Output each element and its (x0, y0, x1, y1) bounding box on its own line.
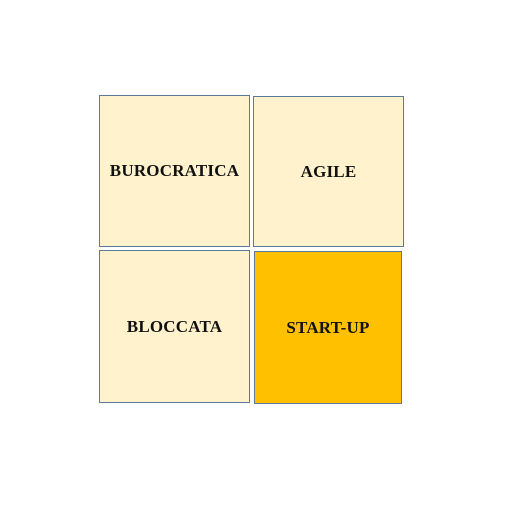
quadrant-bottom-right: START-UP (254, 251, 402, 404)
quadrant-label-burocratica: BUROCRATICA (109, 161, 240, 180)
quadrant-label-bloccata: BLOCCATA (126, 316, 223, 336)
quadrant-top-left: BUROCRATICA (99, 95, 250, 247)
quadrant-label-start-up: START-UP (286, 317, 370, 337)
quadrant-bottom-left: BLOCCATA (99, 250, 250, 403)
quadrant-label-agile: AGILE (300, 161, 357, 181)
quadrant-top-right: AGILE (253, 96, 404, 247)
